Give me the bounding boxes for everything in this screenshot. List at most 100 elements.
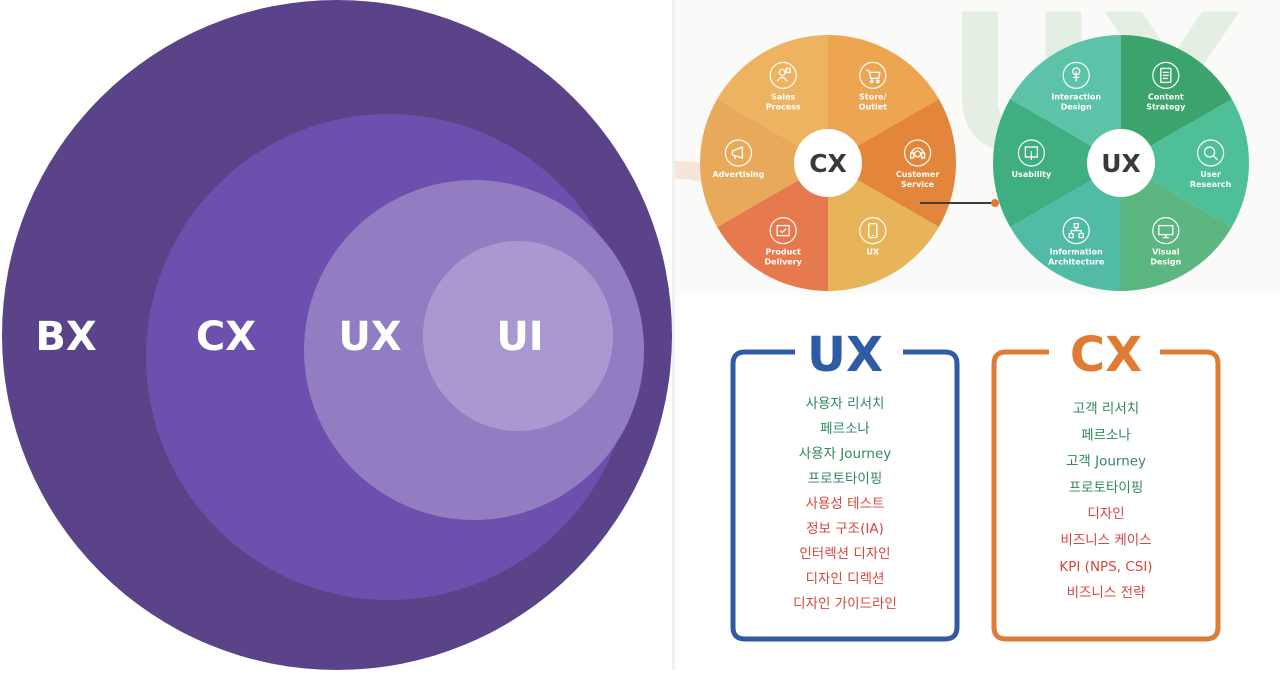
document-icon bbox=[1160, 67, 1172, 84]
ux-wheel: ContentStrategyUserResearchVisualDesignI… bbox=[993, 35, 1249, 291]
ux-icon-ring-content-strategy bbox=[1152, 61, 1180, 90]
ux-label-visual-design: Visual bbox=[1152, 248, 1180, 257]
cx-segment-product-delivery bbox=[717, 163, 828, 291]
cx-box-item: 페르소나 bbox=[1081, 427, 1131, 443]
panel-divider bbox=[672, 0, 675, 670]
finger-tap-icon bbox=[1072, 67, 1081, 82]
ux-box-item: 사용자 Journey bbox=[799, 446, 892, 462]
ux-segment-content-strategy bbox=[1121, 35, 1232, 163]
cx-label-product-delivery: Product bbox=[766, 248, 801, 257]
cx-box-item: 비즈니스 전략 bbox=[1067, 585, 1146, 601]
cx-label-product-delivery: Delivery bbox=[765, 258, 803, 267]
ui-circle bbox=[423, 241, 613, 431]
cx-segment-ux bbox=[828, 163, 939, 291]
cx-box-item: 디자인 bbox=[1087, 506, 1124, 522]
ux-hub bbox=[1087, 129, 1155, 197]
ux-box-item: 인터렉션 디자인 bbox=[799, 546, 890, 562]
ux-segment-visual-design bbox=[1121, 163, 1232, 291]
cx-label-sales-process: Process bbox=[766, 102, 801, 111]
cx-label-advertising: Advertising bbox=[712, 170, 764, 179]
ux-box-item: 디자인 디렉션 bbox=[806, 571, 885, 587]
ux-segment-usability bbox=[993, 99, 1121, 227]
ux-label-information-architecture: Information bbox=[1050, 248, 1103, 257]
ux-box-item: 페르소나 bbox=[820, 421, 870, 437]
ux-icon-ring-interaction-design bbox=[1062, 61, 1090, 90]
ux-icon-ring-usability bbox=[1017, 139, 1045, 167]
ux-segment-interaction-design bbox=[1010, 35, 1121, 163]
megaphone-icon bbox=[731, 146, 744, 160]
cx-label-customer-service: Customer bbox=[896, 170, 939, 179]
cx-label-customer-service: Service bbox=[901, 180, 935, 189]
ux-box-item: 디자인 가이드라인 bbox=[793, 596, 897, 612]
cx-label: CX bbox=[196, 314, 256, 360]
cx-box-item: 고객 리서치 bbox=[1073, 401, 1139, 417]
magnifier-icon bbox=[1203, 146, 1219, 161]
nested-circles-diagram: BX CX UX UI bbox=[2, 0, 672, 670]
ux-label: UX bbox=[338, 314, 401, 360]
cx-segment-store-outlet bbox=[828, 35, 939, 163]
nested-circles-svg: BX CX UX UI bbox=[2, 0, 672, 670]
cx-icon-ring-customer-service bbox=[904, 139, 932, 167]
cx-icon-ring-sales-process bbox=[769, 61, 797, 90]
cx-segment-customer-service bbox=[828, 99, 956, 227]
touch-icon bbox=[1024, 146, 1039, 160]
ux-label-content-strategy: Content bbox=[1148, 92, 1184, 101]
ux-label-user-research: Research bbox=[1190, 180, 1232, 189]
ux-segment-information-architecture bbox=[1010, 163, 1121, 291]
ux-label-interaction-design: Interaction bbox=[1051, 92, 1101, 101]
cx-segment-advertising bbox=[700, 99, 828, 227]
ux-label-visual-design: Design bbox=[1150, 258, 1181, 267]
ux-label-interaction-design: Design bbox=[1061, 102, 1092, 111]
cx-hub bbox=[794, 129, 862, 197]
ux-box-item: 정보 구조(IA) bbox=[806, 521, 884, 537]
ux-box-item: 프로토타이핑 bbox=[808, 471, 883, 487]
ux-hub-label: UX bbox=[1101, 149, 1141, 178]
cx-box-item: KPI (NPS, CSI) bbox=[1059, 559, 1152, 575]
cx-icon-ring-ux bbox=[859, 216, 887, 245]
connector-dot bbox=[991, 199, 999, 207]
box-icon bbox=[776, 224, 790, 237]
cx-label-ux: UX bbox=[866, 248, 879, 257]
ux-box-frame bbox=[730, 349, 960, 642]
ux-segment-user-research bbox=[1121, 99, 1249, 227]
ux-box-item: 사용성 테스트 bbox=[806, 496, 885, 512]
ui-label: UI bbox=[496, 314, 543, 360]
cx-label-store-outlet: Store/ bbox=[859, 92, 886, 101]
ux-icon-ring-information-architecture bbox=[1062, 216, 1090, 245]
cx-icon-ring-product-delivery bbox=[769, 216, 797, 245]
cx-box-item: 비즈니스 케이스 bbox=[1060, 533, 1151, 549]
smartphone-icon bbox=[868, 222, 878, 239]
ux-label-content-strategy: Strategy bbox=[1146, 102, 1186, 111]
ux-label-information-architecture: Architecture bbox=[1048, 258, 1105, 267]
cx-label-sales-process: Sales bbox=[771, 92, 795, 101]
cx-label-store-outlet: Outlet bbox=[859, 102, 887, 111]
cx-hub-label: CX bbox=[809, 149, 847, 178]
sitemap-icon bbox=[1068, 222, 1084, 239]
wheels-svg: UX Store/OutletCustomerServiceUXProductD… bbox=[675, 0, 1249, 291]
cx-icon-ring-advertising bbox=[724, 139, 753, 167]
cx-segment-sales-process bbox=[717, 35, 828, 163]
cx-box-item: 고객 Journey bbox=[1066, 454, 1146, 470]
ux-box-item: 사용자 리서치 bbox=[806, 396, 885, 412]
ux-icon-ring-visual-design bbox=[1152, 216, 1180, 245]
cx-box-title: CX bbox=[1070, 327, 1142, 383]
bx-label: BX bbox=[35, 314, 96, 360]
cx-box-frame bbox=[991, 349, 1221, 642]
person-icon bbox=[776, 67, 791, 82]
ux-icon-ring-user-research bbox=[1196, 139, 1225, 167]
cart-icon bbox=[865, 69, 881, 84]
ux-label-user-research: User bbox=[1200, 170, 1221, 179]
ux-label-usability: Usability bbox=[1012, 170, 1052, 179]
cx-icon-ring-store-outlet bbox=[859, 61, 887, 90]
headset-icon bbox=[909, 147, 926, 159]
cx-box-item: 프로토타이핑 bbox=[1069, 480, 1144, 496]
monitor-icon bbox=[1158, 224, 1174, 239]
cx-ux-wheels: UX Store/OutletCustomerServiceUXProductD… bbox=[675, 0, 1280, 295]
